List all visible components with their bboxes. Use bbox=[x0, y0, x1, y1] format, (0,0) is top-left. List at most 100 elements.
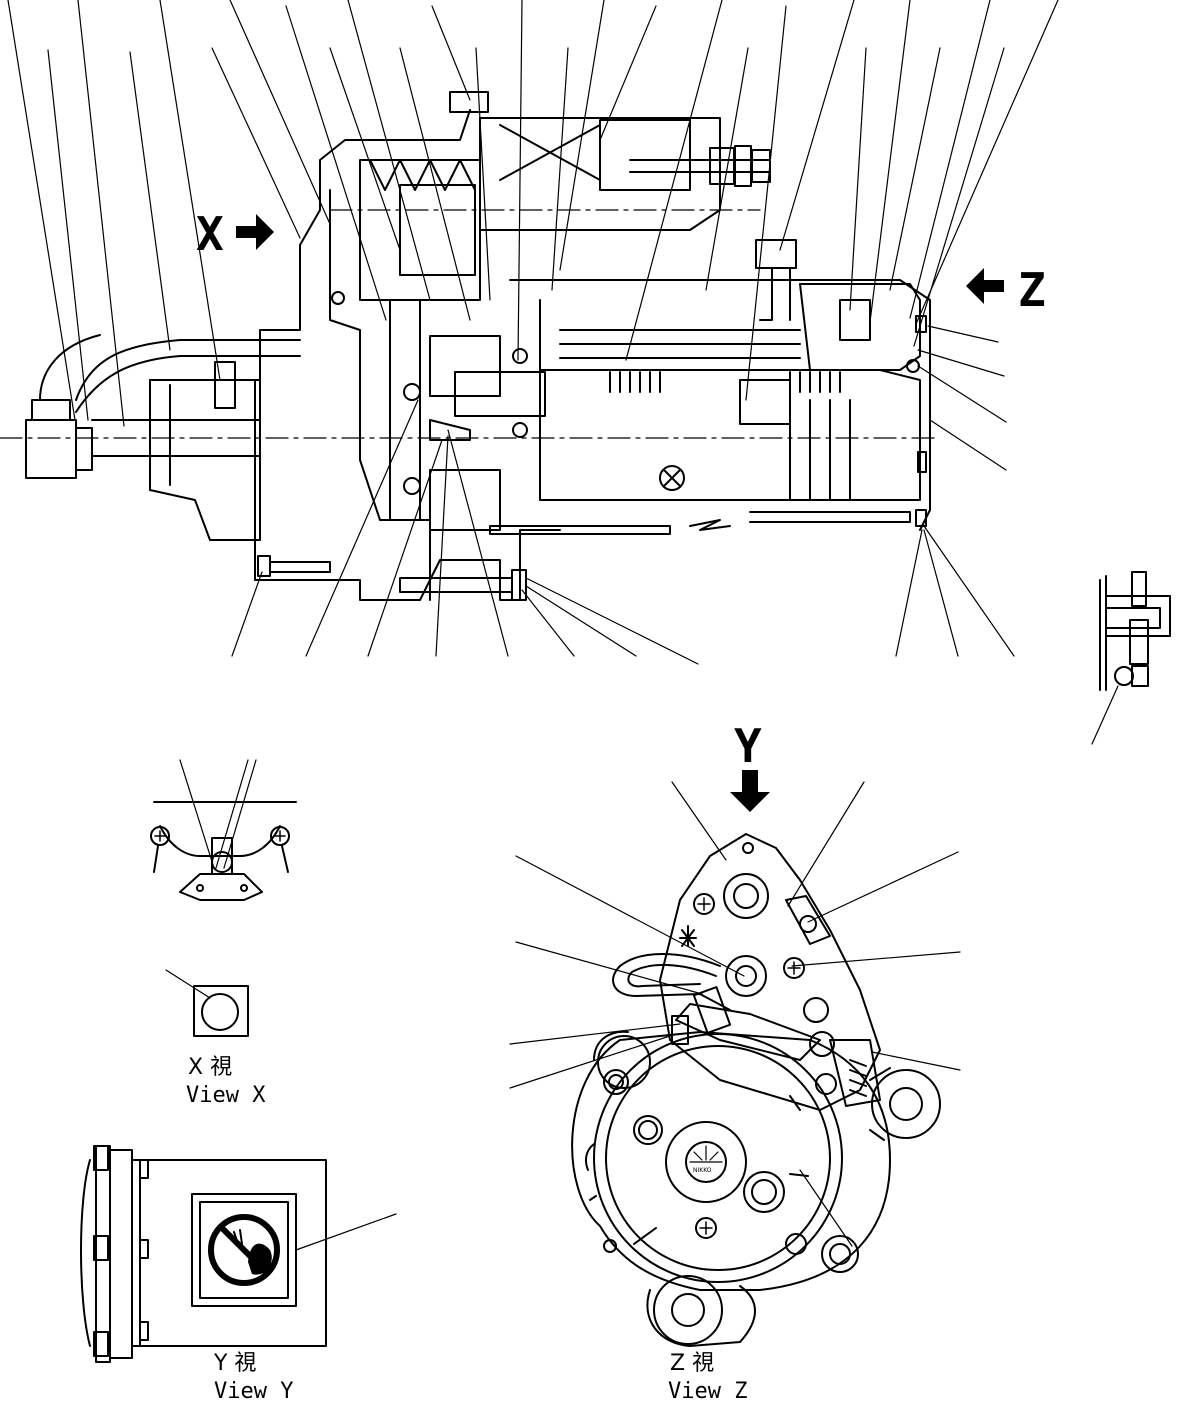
marker-z: Z bbox=[966, 263, 1046, 317]
top-hole bbox=[742, 842, 754, 854]
brush-holder bbox=[739, 379, 791, 425]
marker-y-label: Y bbox=[734, 719, 762, 773]
terminal-b-nut bbox=[723, 873, 769, 919]
terminal-s-nut bbox=[725, 955, 767, 997]
pinion-shaft bbox=[91, 419, 261, 457]
nikko-badge bbox=[685, 1141, 727, 1183]
plunger-spring bbox=[369, 159, 476, 191]
rivet-left bbox=[603, 1239, 617, 1253]
bolt-left-inner bbox=[638, 1120, 658, 1140]
brush-bolt-small bbox=[815, 1073, 837, 1095]
mount-pin bbox=[399, 577, 513, 593]
view-x-detail bbox=[150, 759, 297, 901]
armature-windings bbox=[559, 329, 801, 359]
nikko-badge-label: NIKKO bbox=[693, 1167, 712, 1174]
solenoid-coil bbox=[399, 184, 476, 276]
marker-x-label: X bbox=[196, 207, 224, 261]
break-mark bbox=[689, 519, 731, 531]
clutch-assembly bbox=[429, 335, 501, 397]
arrow-icon bbox=[966, 268, 1004, 304]
starter-motor-section bbox=[0, 91, 941, 601]
screw-lower-right bbox=[803, 997, 829, 1023]
terminal-nut bbox=[709, 147, 735, 185]
brush-lead bbox=[759, 267, 791, 321]
mounting-flange bbox=[254, 379, 561, 601]
terminal-nut-outer bbox=[751, 149, 771, 183]
bolt-left bbox=[633, 1115, 663, 1145]
lead-wire-inner bbox=[627, 964, 717, 988]
ear-bottom bbox=[653, 1275, 723, 1345]
end-cover-inner bbox=[605, 1045, 831, 1271]
view-x-caption-jp: X 視 bbox=[188, 1055, 232, 1080]
yoke-screw-cross bbox=[663, 469, 681, 487]
view-x-ball-detail bbox=[165, 969, 249, 1037]
view-z-caption-jp: Z 視 bbox=[670, 1351, 714, 1376]
rear-cover bbox=[799, 283, 921, 371]
terminal-s-stud bbox=[735, 965, 757, 987]
rear-bolt-bottom bbox=[915, 509, 927, 527]
arrow-icon bbox=[236, 214, 274, 250]
terminal-bracket bbox=[785, 895, 831, 945]
yoke-screw bbox=[659, 465, 685, 491]
commutator bbox=[609, 371, 841, 393]
mount-bolt-left bbox=[257, 555, 271, 577]
marker-y: Y bbox=[730, 719, 770, 812]
marker-x: X bbox=[196, 207, 274, 261]
rim-detail bbox=[585, 1143, 597, 1201]
bolt-lower-right-inner bbox=[829, 1243, 851, 1265]
terminal-stud bbox=[629, 159, 771, 173]
seam-line bbox=[633, 1095, 809, 1245]
field-lines bbox=[789, 399, 851, 501]
brush-spring bbox=[849, 1059, 867, 1097]
terminal-b-stud bbox=[733, 883, 759, 909]
flange-body bbox=[259, 109, 471, 381]
ear-left bbox=[597, 1035, 651, 1089]
connector-plug bbox=[25, 399, 93, 479]
yoke-top bbox=[509, 279, 931, 531]
bolt-lower bbox=[785, 1233, 807, 1255]
view-z-caption-en: View Z bbox=[668, 1379, 747, 1402]
bearing-mid-lower bbox=[512, 422, 528, 438]
ear-right-hole bbox=[889, 1087, 923, 1121]
gear-housing bbox=[329, 189, 431, 601]
arrow-icon bbox=[730, 770, 770, 812]
ear-right bbox=[871, 1069, 941, 1139]
rear-nut bbox=[917, 451, 927, 473]
view-y-detail bbox=[80, 1145, 397, 1363]
brush-bolt bbox=[809, 1031, 835, 1057]
view-z-leaders bbox=[509, 781, 961, 1247]
leader-lines-top bbox=[7, 0, 1059, 471]
armature-shaft bbox=[454, 371, 546, 417]
view-x-caption-en: View X bbox=[186, 1083, 266, 1108]
bearing-mid bbox=[512, 348, 528, 364]
through-bolt bbox=[489, 511, 911, 535]
end-cover bbox=[593, 1033, 843, 1283]
cap-bolt bbox=[449, 91, 489, 113]
pinion-collar bbox=[214, 361, 236, 409]
end-view-housing bbox=[571, 1031, 891, 1291]
screw-face bbox=[695, 1217, 717, 1239]
center-cap bbox=[665, 1121, 747, 1203]
bolt-lower-right bbox=[821, 1235, 859, 1273]
solenoid-end bbox=[659, 833, 881, 1111]
view-y-caption-jp: Y 視 bbox=[213, 1351, 256, 1376]
lead-wire bbox=[612, 953, 731, 1011]
bolt-right-face-inner bbox=[751, 1179, 777, 1205]
terminal-washer bbox=[734, 145, 752, 187]
bolt-upper-left bbox=[603, 1069, 629, 1095]
screw-upper bbox=[693, 893, 715, 915]
marker-z-label: Z bbox=[1018, 263, 1046, 317]
bearing-left-lower bbox=[403, 477, 421, 495]
front-housing bbox=[149, 379, 261, 541]
lever-fork bbox=[429, 419, 471, 441]
brush-terminal bbox=[829, 1039, 881, 1107]
bolt-upper-left-inner bbox=[608, 1074, 624, 1090]
brush-spring-terminal bbox=[755, 239, 797, 269]
solenoid-cover bbox=[479, 117, 721, 231]
screw-mid bbox=[783, 957, 805, 979]
clamp-detail bbox=[1091, 571, 1171, 745]
clutch-lower bbox=[429, 469, 501, 531]
ear-bottom-hole bbox=[671, 1293, 705, 1327]
magnetic-switch bbox=[359, 159, 481, 301]
